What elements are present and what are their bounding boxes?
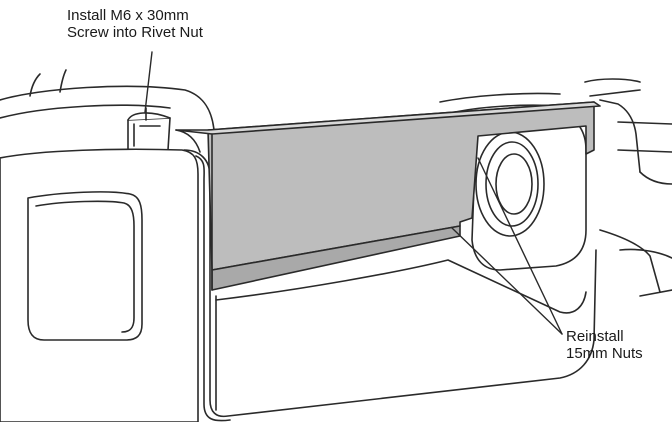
install-screw-line-1: Install M6 x 30mm (67, 7, 189, 24)
install-screw-line-2: Screw into Rivet Nut (67, 24, 203, 41)
right-seat-panel (599, 99, 672, 297)
shelf-panel (175, 101, 601, 291)
speaker-housing (471, 112, 587, 271)
install-screw-callout: Install M6 x 30mm Screw into Rivet Nut (67, 7, 203, 41)
reinstall-nuts-line-2: 15mm Nuts (566, 345, 643, 362)
leader-lines (144, 51, 563, 335)
rear-seat-backs (0, 69, 641, 131)
seat-bracket (127, 107, 171, 151)
reinstall-nuts-line-1: Reinstall (566, 328, 624, 345)
left-seat-panel (0, 148, 199, 422)
cargo-floor-frame (183, 149, 597, 422)
reinstall-nuts-callout: Reinstall 15mm Nuts (566, 328, 643, 362)
